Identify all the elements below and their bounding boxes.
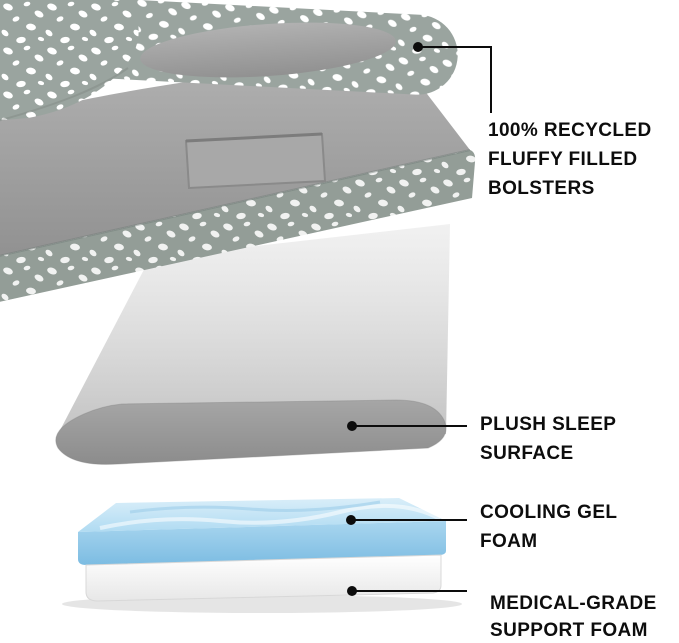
label-sleep-surface-line-1: PLUSH SLEEP [480, 414, 617, 435]
gel-foam-front-face [78, 521, 446, 565]
label-bolsters: 100% RECYCLED FLUFFY FILLED BOLSTERS [488, 116, 652, 203]
flap-opening-seam [185, 132, 323, 143]
bolster-left-corner [0, 0, 139, 121]
label-support-foam: MEDICAL-GRADE SUPPORT FOAM [490, 590, 657, 643]
pet-bed-illustration [0, 0, 476, 302]
label-cooling-gel: COOLING GEL FOAM [480, 498, 617, 556]
callout-cooling-gel [346, 515, 467, 525]
bed-gusset-shading [0, 150, 476, 302]
label-bolsters-line-3: BOLSTERS [488, 178, 595, 199]
center-blanket-flap [184, 132, 327, 190]
callout-support-foam [347, 586, 467, 596]
label-sleep-surface-line-2: SURFACE [480, 443, 574, 464]
label-support-foam-line-2: SUPPORT FOAM [490, 620, 648, 641]
callout-sleep-surface [347, 421, 467, 431]
callout-bolsters [413, 42, 492, 113]
bed-front-seam [0, 149, 471, 257]
callout-line [418, 46, 492, 113]
plush-sleep-surface-layer [55, 399, 447, 465]
bolster-corner-seam [0, 67, 129, 122]
label-sleep-surface: PLUSH SLEEP SURFACE [480, 410, 616, 468]
label-cooling-gel-line-1: COOLING GEL [480, 502, 618, 523]
bolster-plush-inner [140, 22, 396, 78]
label-support-foam-line-1: MEDICAL-GRADE [490, 593, 657, 614]
label-bolsters-line-1: 100% RECYCLED [488, 120, 652, 141]
label-bolsters-line-2: FLUFFY FILLED [488, 149, 638, 170]
projection-beam [56, 224, 450, 438]
gel-swirl-highlight [99, 503, 441, 530]
label-cooling-gel-line-2: FOAM [480, 531, 538, 552]
cooling-gel-foam-layer [78, 498, 446, 565]
bed-print-gusset [0, 150, 476, 302]
gel-swirl-shade [129, 500, 381, 514]
